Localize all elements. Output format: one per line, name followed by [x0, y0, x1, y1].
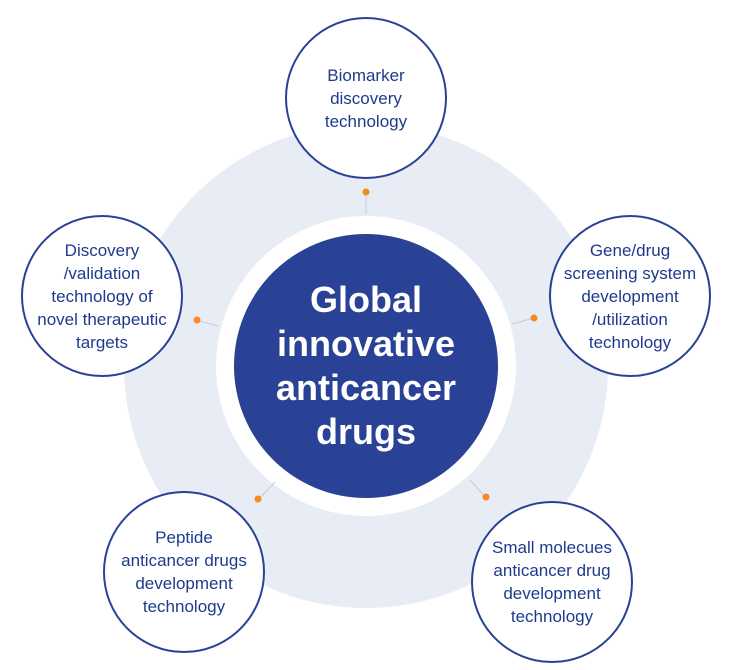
connector-dot-targets	[193, 316, 201, 324]
node-label-line: anticancer drug	[493, 561, 611, 580]
node-circle-screening	[549, 215, 711, 377]
node-circle-peptide	[103, 491, 265, 653]
node-label-line: discovery	[330, 88, 402, 108]
node-targets: Discovery /validation technology of nove…	[27, 221, 177, 371]
node-circle-small-molecules	[471, 501, 633, 663]
node-label-line: technology of	[51, 286, 153, 306]
node-label-line: anticancer drugs	[121, 551, 247, 570]
node-peptide: Peptide anticancer drugs development tec…	[109, 497, 259, 647]
node-circle-biomarker	[285, 17, 447, 179]
node-label-line: technology	[142, 597, 226, 616]
connector-dot-peptide	[254, 495, 262, 503]
node-label-line: screening system	[563, 263, 697, 283]
node-label-line: technology	[324, 111, 408, 131]
node-label-line: Gene/drug	[589, 240, 671, 260]
center-circle	[234, 234, 498, 498]
node-small-molecules: Small molecues anticancer drug developme…	[477, 507, 627, 657]
node-label-line: development	[135, 574, 233, 593]
node-label-line: development	[503, 584, 601, 603]
node-label-line: /utilization	[592, 309, 668, 329]
node-label-line: targets	[76, 332, 128, 352]
node-label-line: novel therapeutic	[37, 309, 167, 329]
node-label-line: Peptide	[155, 528, 213, 547]
center-title-line: Global	[309, 279, 422, 320]
connector-dot-screening	[530, 314, 538, 322]
node-circle-targets	[21, 215, 183, 377]
center-title-line: innovative	[276, 323, 456, 364]
node-label-line: /validation	[63, 263, 141, 283]
node-label-line: Small molecues	[492, 538, 612, 557]
node-biomarker: Biomarker discovery technology	[291, 23, 441, 173]
connector-screening	[511, 317, 535, 325]
node-label-line: Discovery	[64, 240, 140, 260]
connector-dot-small-molecules	[482, 493, 490, 501]
center-title-line: anticancer	[275, 367, 457, 408]
node-screening: Gene/drug screening system development /…	[555, 221, 705, 371]
node-label-line: development	[581, 286, 679, 306]
node-label-line: technology	[510, 607, 594, 626]
node-label-line: technology	[588, 332, 672, 352]
center-title-line: drugs	[315, 411, 416, 452]
node-label-line: Biomarker	[327, 65, 405, 85]
connector-dot-biomarker	[362, 188, 370, 196]
center-title: Global innovative anticancer drugs	[236, 236, 496, 496]
